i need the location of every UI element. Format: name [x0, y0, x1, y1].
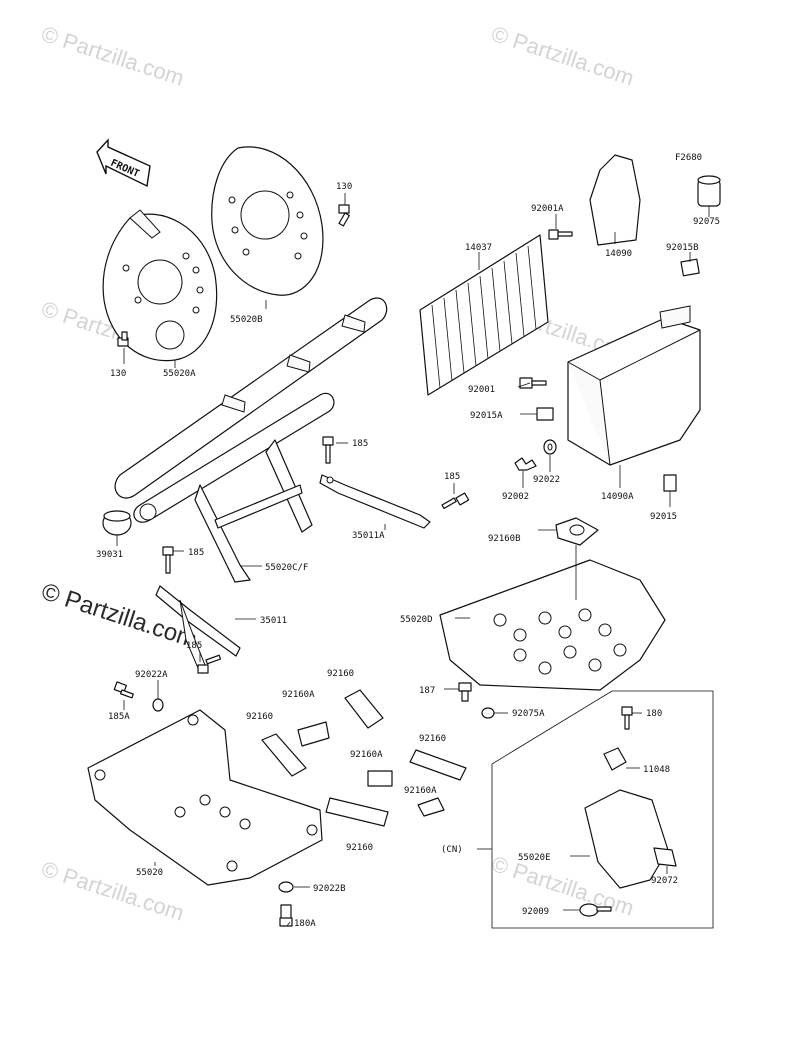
clip-92015B-icon: [680, 258, 700, 277]
guard-55020E: [584, 789, 669, 889]
label-55020[interactable]: 55020: [136, 868, 163, 878]
washer-92022A-icon: [152, 698, 164, 712]
label-92022A[interactable]: 92022A: [135, 670, 168, 680]
bolt-185-b-icon: [441, 492, 470, 510]
label-92160A-c[interactable]: 92160A: [404, 786, 437, 796]
label-11048[interactable]: 11048: [643, 765, 670, 775]
label-55020A[interactable]: 55020A: [163, 369, 196, 379]
bolt-180A-icon: [279, 904, 293, 927]
bolt-180-icon: [621, 706, 633, 730]
sleeve-92075-icon: [697, 175, 721, 207]
label-55020E[interactable]: 55020E: [518, 853, 551, 863]
label-185-d[interactable]: 185: [186, 641, 202, 651]
label-185-b[interactable]: 185: [444, 472, 460, 482]
label-92015B[interactable]: 92015B: [666, 243, 699, 253]
label-35011A[interactable]: 35011A: [352, 531, 385, 541]
watermark-dark: © Partzilla.com: [38, 578, 200, 654]
bolt-130-left-icon: [117, 331, 129, 347]
disc-guard-55020B: [211, 146, 324, 296]
pad-92160A-c-icon: [417, 797, 445, 817]
label-92160A-b[interactable]: 92160A: [350, 750, 383, 760]
bolt-185-d-icon: [197, 654, 222, 674]
front-arrow-icon: FRONT: [96, 138, 151, 188]
clip-11048-icon: [603, 747, 627, 771]
label-14090A[interactable]: 14090A: [601, 492, 634, 502]
watermark-top-right: © Partzilla.com: [488, 21, 637, 91]
label-55020CF[interactable]: 55020C/F: [265, 563, 308, 573]
disc-guard-55020A: [102, 209, 218, 362]
label-185-a[interactable]: 185: [352, 439, 368, 449]
label-92015[interactable]: 92015: [650, 512, 677, 522]
clip-92015-icon: [663, 474, 677, 492]
clamp-92072-icon: [653, 847, 677, 867]
washer-92022-icon: [543, 439, 557, 455]
label-180[interactable]: 180: [646, 709, 662, 719]
label-92001A[interactable]: 92001A: [531, 204, 564, 214]
leader-lines: [116, 193, 710, 927]
label-130-top[interactable]: 130: [336, 182, 352, 192]
label-92160A-a[interactable]: 92160A: [282, 690, 315, 700]
label-92075A[interactable]: 92075A: [512, 709, 545, 719]
block-92160B-icon: [555, 517, 599, 546]
label-92009[interactable]: 92009: [522, 907, 549, 917]
cap-39031-icon: [102, 510, 132, 536]
label-92160-c[interactable]: 92160: [419, 734, 446, 744]
label-185-c[interactable]: 185: [188, 548, 204, 558]
bolt-185-c-icon: [162, 546, 174, 574]
cn-set-box: [491, 690, 714, 929]
label-39031[interactable]: 39031: [96, 550, 123, 560]
skid-plate-55020D: [439, 559, 666, 691]
clip-92015A-icon: [536, 407, 554, 421]
label-92015A[interactable]: 92015A: [470, 411, 503, 421]
label-92022[interactable]: 92022: [533, 475, 560, 485]
skid-plate-55020: [87, 709, 323, 886]
pad-92160-a-icon: [344, 689, 384, 729]
bolt-92001-icon: [519, 377, 547, 389]
pad-92160-c-icon: [409, 749, 467, 781]
label-92072[interactable]: 92072: [651, 876, 678, 886]
housing-14090A: [567, 305, 701, 466]
label-180A[interactable]: 180A: [294, 919, 316, 929]
label-92160-a[interactable]: 92160: [327, 669, 354, 679]
bolt-185-a-icon: [322, 436, 334, 464]
label-92160-d[interactable]: 92160: [346, 843, 373, 853]
grommet-92075A-icon: [481, 707, 495, 719]
cover-14090: [589, 154, 641, 246]
watermark-top-left: © Partzilla.com: [38, 21, 187, 91]
frame-guard-55020CF: [114, 297, 388, 583]
label-55020B[interactable]: 55020B: [230, 315, 263, 325]
part-labels: 130 55020B 130 55020A 14037 92001A 14090…: [96, 182, 720, 929]
label-92160B[interactable]: 92160B: [488, 534, 521, 544]
watermark-bottom-left: © Partzilla.com: [38, 856, 187, 926]
pad-92160A-b-icon: [367, 770, 393, 787]
bracket-35011A: [319, 474, 431, 529]
wing-nut-92002-icon: [514, 457, 537, 471]
label-92002[interactable]: 92002: [502, 492, 529, 502]
label-92022B[interactable]: 92022B: [313, 884, 346, 894]
pad-92160-d-icon: [325, 797, 389, 827]
washer-92022B-icon: [278, 881, 294, 893]
bolt-185A-icon: [113, 681, 134, 699]
bolt-92001A-icon: [548, 229, 573, 240]
label-55020D[interactable]: 55020D: [400, 615, 433, 625]
label-cn-set[interactable]: (CN): [441, 845, 463, 855]
label-187[interactable]: 187: [419, 686, 435, 696]
bolt-187-icon: [458, 682, 472, 702]
label-92160-b[interactable]: 92160: [246, 712, 273, 722]
diagram-code: F2680: [675, 153, 702, 163]
label-92001[interactable]: 92001: [468, 385, 495, 395]
label-35011[interactable]: 35011: [260, 616, 287, 626]
label-14090[interactable]: 14090: [605, 249, 632, 259]
radiator-14037: [419, 234, 549, 396]
label-130-left[interactable]: 130: [110, 369, 126, 379]
pad-92160-b-icon: [261, 733, 307, 777]
pad-92160A-a-icon: [297, 721, 330, 747]
label-185A[interactable]: 185A: [108, 712, 130, 722]
label-14037[interactable]: 14037: [465, 243, 492, 253]
label-92075[interactable]: 92075: [693, 217, 720, 227]
bolt-130-top-icon: [338, 204, 350, 227]
